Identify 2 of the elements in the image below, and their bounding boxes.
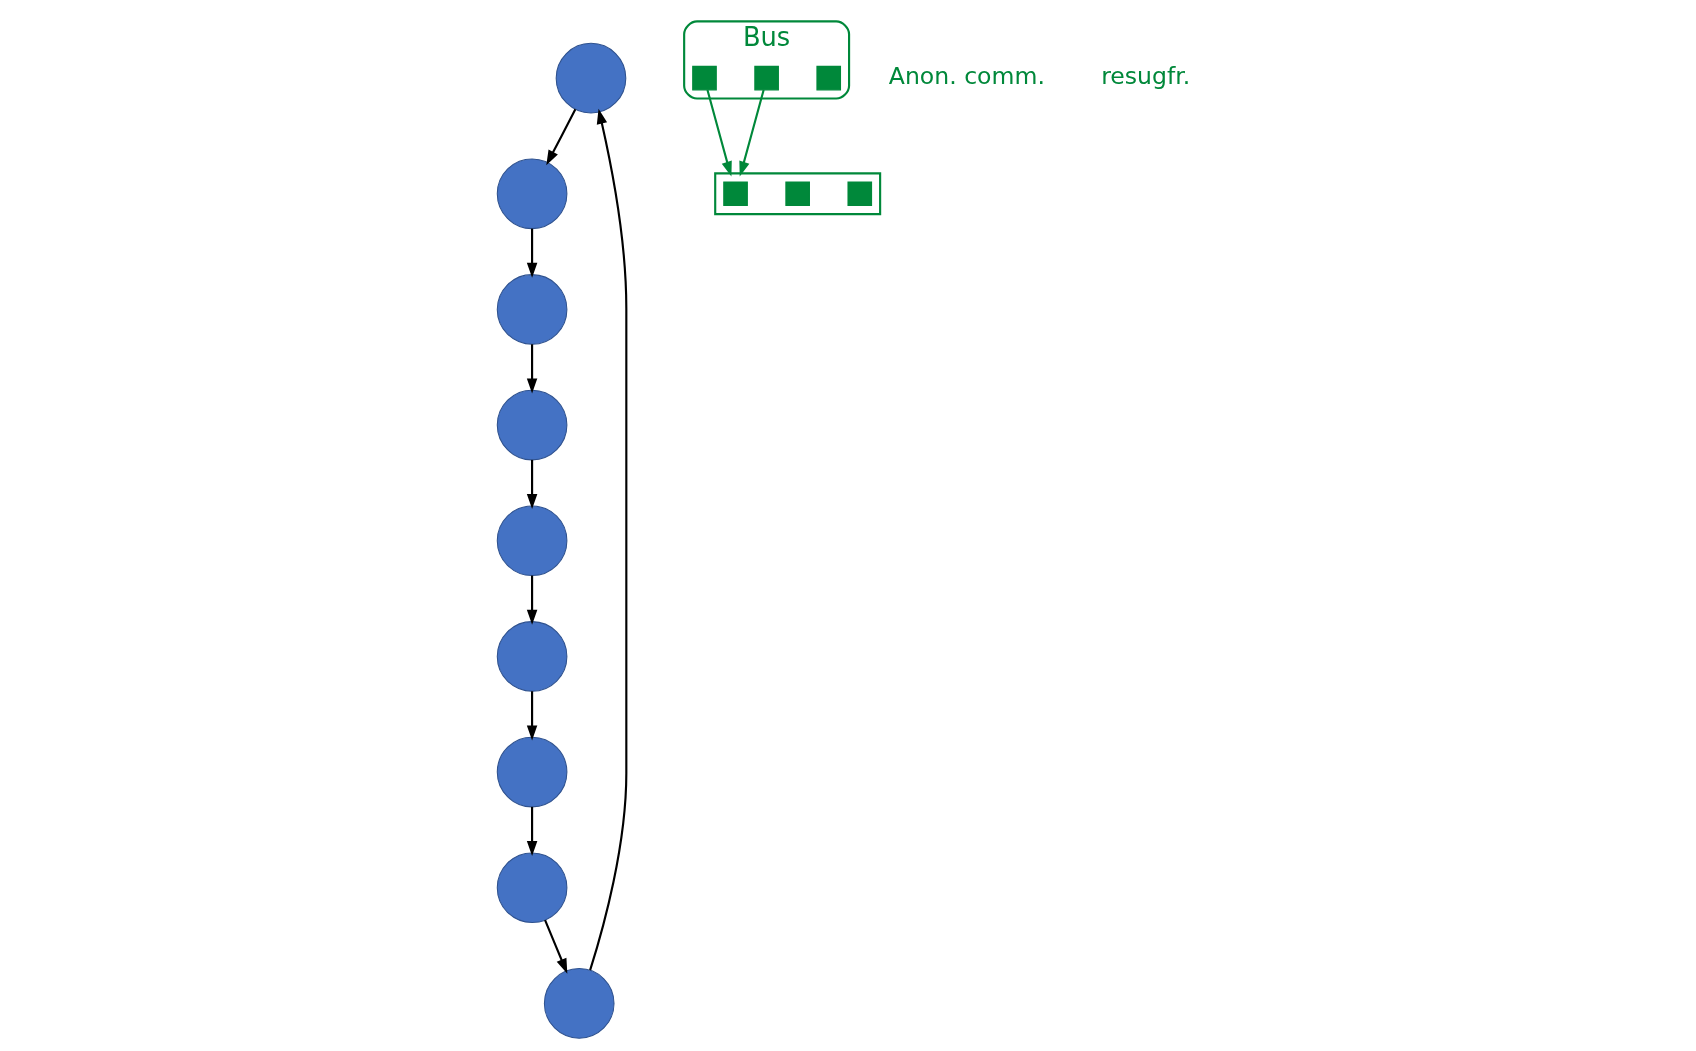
label: resugfr.: [1101, 62, 1191, 91]
label: Anon. comm.: [888, 62, 1045, 91]
